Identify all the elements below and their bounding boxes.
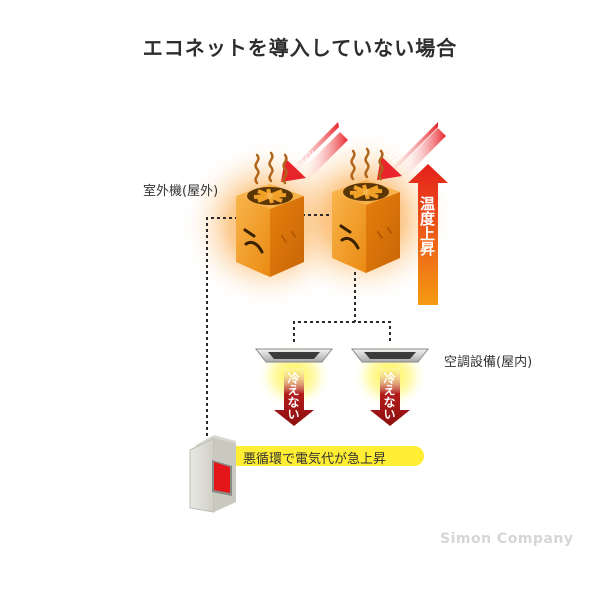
not-cooling-arrow-left	[274, 368, 314, 426]
brand-watermark: Simon Company	[440, 531, 574, 547]
indoor-unit-right	[350, 348, 430, 363]
temperature-rise-label: 温度上昇	[418, 196, 436, 256]
heat-waves-left	[254, 151, 288, 185]
sun-beam-right	[398, 128, 446, 176]
outdoor-unit-right	[332, 180, 400, 273]
indoor-unit-left	[254, 348, 334, 363]
sun-beam-left	[300, 132, 348, 180]
page-title: エコネットを導入していない場合	[142, 36, 458, 60]
wiring-dotted	[206, 214, 391, 440]
not-cooling-label-left: 冷えない	[286, 372, 300, 420]
not-cooling-label-right: 冷えない	[382, 372, 396, 420]
sunlight-arrow-left	[280, 122, 339, 182]
sun-arrowhead-right	[377, 156, 402, 180]
sun-arrowhead-left	[281, 158, 306, 182]
temperature-rise-arrow	[408, 164, 448, 305]
vicious-cycle-text: 悪循環で電気代が急上昇	[243, 452, 387, 467]
outdoor-unit-label: 室外機(屋外)	[143, 184, 219, 199]
indoor-unit-label: 空調設備(屋内)	[444, 355, 533, 370]
outdoor-unit-left	[236, 184, 304, 277]
breaker-box	[189, 435, 236, 513]
heat-waves-right	[350, 147, 384, 181]
sunlight-arrow-right	[378, 122, 438, 182]
vicious-cycle-banner	[225, 446, 424, 466]
not-cooling-arrow-right	[370, 368, 410, 426]
